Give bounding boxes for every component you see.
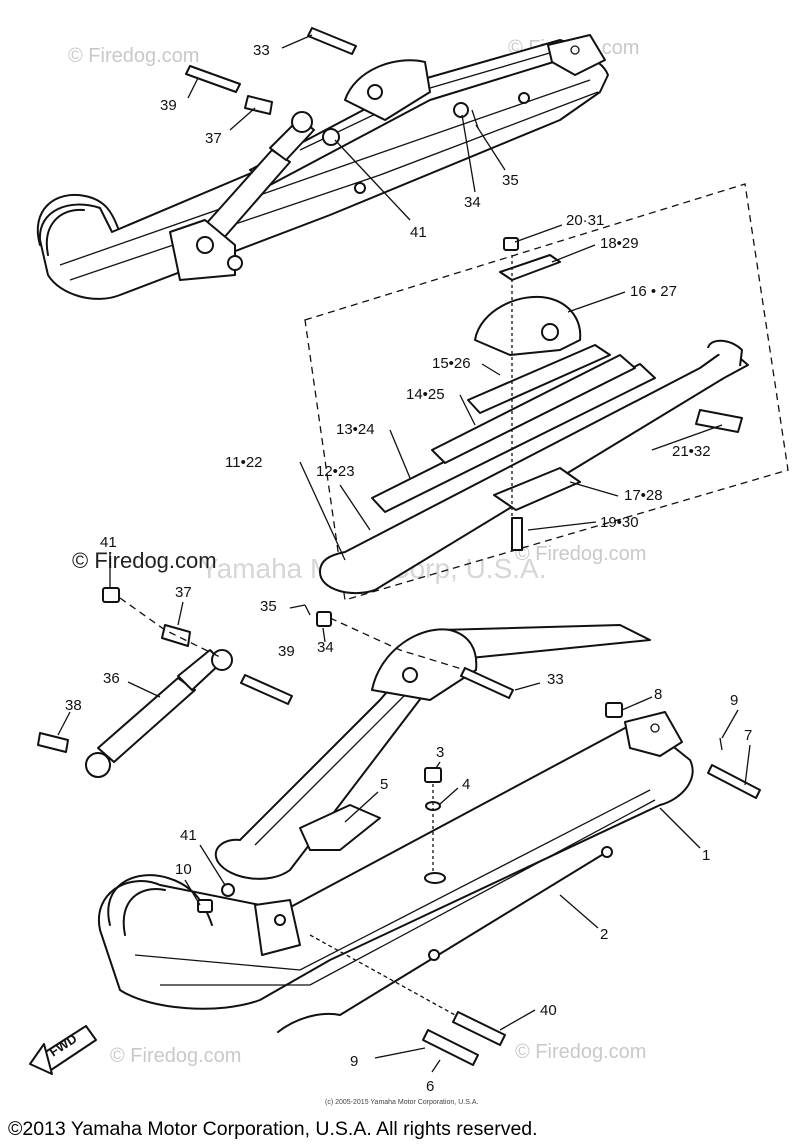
small-copyright: (c) 2005-2015 Yamaha Motor Corporation, … bbox=[325, 1099, 478, 1106]
label-40: 40 bbox=[540, 1002, 557, 1019]
label-37-mid: 37 bbox=[175, 584, 192, 601]
label-37-top: 37 bbox=[205, 130, 222, 147]
label-15-26: 15•26 bbox=[432, 355, 471, 372]
label-35-top: 35 bbox=[502, 172, 519, 189]
top-ski-assembly bbox=[36, 27, 609, 300]
watermark-firedog-top-left: © Firedog.com bbox=[68, 45, 199, 67]
label-10: 10 bbox=[175, 861, 192, 878]
label-41-mid: 41 bbox=[100, 534, 117, 551]
label-14-25: 14•25 bbox=[406, 386, 445, 403]
label-5: 5 bbox=[380, 776, 388, 793]
label-6: 6 bbox=[426, 1078, 434, 1095]
label-1: 1 bbox=[702, 847, 710, 864]
label-4: 4 bbox=[462, 776, 470, 793]
label-41-low: 41 bbox=[180, 827, 197, 844]
label-12-23: 12•23 bbox=[316, 463, 355, 480]
label-19-30: 19•30 bbox=[600, 514, 639, 531]
label-38: 38 bbox=[65, 697, 82, 714]
watermark-firedog-bottom-right: © Firedog.com bbox=[515, 1041, 646, 1063]
label-33-top: 33 bbox=[253, 42, 270, 59]
label-8: 8 bbox=[654, 686, 662, 703]
label-34-mid: 34 bbox=[317, 639, 334, 656]
label-11-22: 11•22 bbox=[225, 454, 263, 471]
footer-copyright: ©2013 Yamaha Motor Corporation, U.S.A. A… bbox=[8, 1118, 538, 1140]
label-17-28: 17•28 bbox=[624, 487, 663, 504]
part-labels: 33 39 37 41 34 35 20·31 18•29 16 • 27 15… bbox=[65, 42, 752, 1095]
watermark-firedog-mid-right: © Firedog.com bbox=[515, 543, 646, 565]
label-16-27: 16 • 27 bbox=[630, 283, 677, 300]
label-33-mid: 33 bbox=[547, 671, 564, 688]
label-39-top: 39 bbox=[160, 97, 177, 114]
label-2: 2 bbox=[600, 926, 608, 943]
label-13-24: 13•24 bbox=[336, 421, 375, 438]
label-36: 36 bbox=[103, 670, 120, 687]
label-39-mid: 39 bbox=[278, 643, 295, 660]
label-9-right: 9 bbox=[730, 692, 738, 709]
label-35-mid: 35 bbox=[260, 598, 277, 615]
label-34-top: 34 bbox=[464, 194, 481, 211]
label-7: 7 bbox=[744, 727, 752, 744]
label-20-31: 20·31 bbox=[566, 212, 604, 229]
watermark-firedog-bottom-left: © Firedog.com bbox=[110, 1045, 241, 1067]
label-9-low: 9 bbox=[350, 1053, 358, 1070]
label-3: 3 bbox=[436, 744, 444, 761]
label-21-32: 21•32 bbox=[672, 443, 711, 460]
label-41-top: 41 bbox=[410, 224, 427, 241]
label-18-29: 18•29 bbox=[600, 235, 639, 252]
leaf-spring-exploded bbox=[304, 183, 789, 601]
leader-lines bbox=[57, 34, 751, 1073]
watermark-firedog-mid-left: © Firedog.com bbox=[72, 548, 217, 573]
bottom-ski-assembly: FWD bbox=[29, 587, 761, 1075]
